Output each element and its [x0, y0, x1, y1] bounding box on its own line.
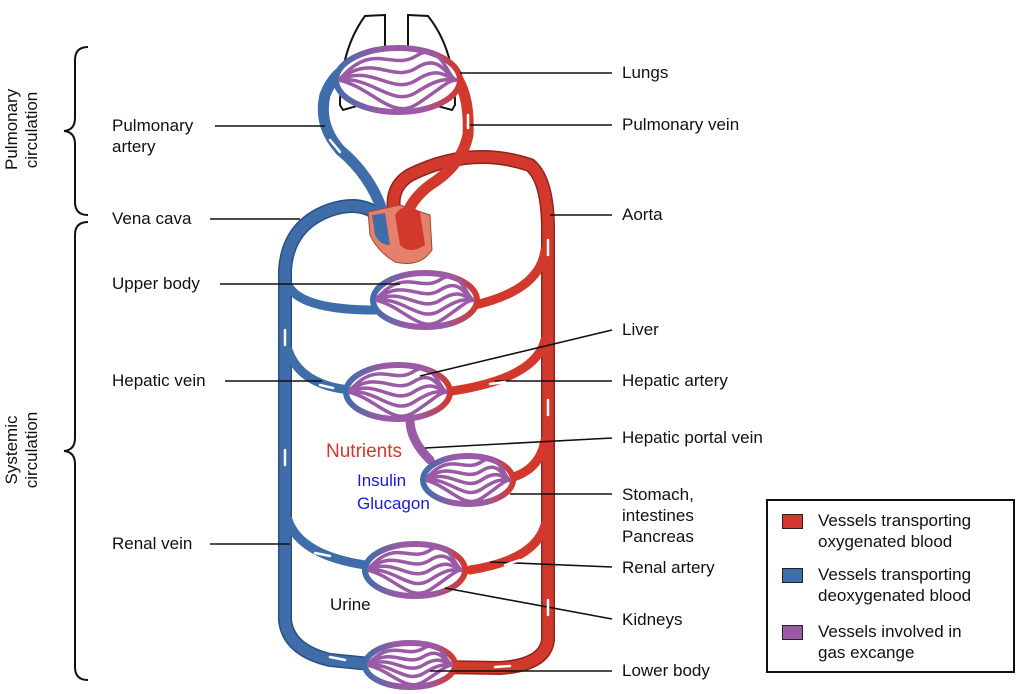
lower-body-capillary-bed — [362, 640, 458, 690]
label-lungs: Lungs — [622, 63, 669, 82]
label-line: Stomach, — [622, 485, 694, 504]
leader-line-kidneys — [444, 587, 613, 620]
upper-body-capillary-bed — [370, 270, 480, 330]
label-lower-body: Lower body — [622, 661, 710, 680]
leader-line-hepatic-portal-vein — [424, 437, 613, 449]
label-line: intestines — [622, 506, 694, 525]
label-insulin: Insulin — [357, 471, 407, 490]
label-line: artery — [112, 137, 156, 156]
hepatic-artery — [440, 335, 550, 397]
legend-swatch-red — [782, 514, 803, 529]
label-glucagon: Glucagon — [357, 494, 430, 513]
flow-arrow — [313, 551, 332, 558]
label-liver: Liver — [622, 320, 659, 339]
label-kidneys: Kidneys — [622, 610, 683, 629]
legend-text: Vessels transporting — [818, 511, 972, 530]
label-line: Pancreas — [622, 527, 694, 546]
legend-swatch-purple — [782, 625, 803, 640]
label-vena-cava: Vena cava — [112, 209, 192, 228]
lungs-capillary-bed — [333, 45, 463, 115]
label-hepatic-vein: Hepatic vein — [112, 371, 206, 390]
legend-text: oxygenated blood — [818, 532, 953, 551]
side-label-line: circulation — [22, 91, 41, 169]
stomach-artery — [505, 435, 550, 483]
label-aorta: Aorta — [622, 205, 663, 224]
renal-vein — [283, 515, 370, 570]
label-pulmonary-vein: Pulmonary vein — [622, 115, 740, 134]
label-renal-artery: Renal artery — [622, 558, 715, 577]
label-renal-vein: Renal vein — [112, 534, 193, 553]
label-nutrients: Nutrients — [326, 441, 403, 462]
legend-text: Vessels transporting — [818, 565, 972, 584]
legend-text: deoxygenated blood — [818, 586, 972, 605]
stomach-capillary-bed — [420, 453, 516, 507]
label-hepatic-portal-vein: Hepatic portal vein — [622, 428, 763, 447]
liver-capillary-bed — [343, 362, 453, 422]
systemic-bracket — [63, 221, 89, 681]
flow-arrow — [503, 558, 522, 567]
hepatic-portal-vein — [405, 415, 435, 465]
flow-arrow — [318, 383, 335, 390]
flow-arrow — [328, 655, 347, 662]
flow-arrow — [328, 138, 342, 154]
label-urine: Urine — [330, 595, 371, 614]
flow-arrow — [493, 664, 512, 669]
side-label-line: circulation — [22, 411, 41, 489]
label-hepatic-artery: Hepatic artery — [622, 371, 728, 390]
upper-body-vein — [283, 280, 380, 315]
label-pulmonary-artery: Pulmonary artery — [112, 115, 193, 157]
legend-text: gas excange — [818, 643, 915, 662]
label-line: Pulmonary — [112, 116, 194, 135]
legend-text: Vessels involved in — [818, 622, 962, 641]
kidneys-capillary-bed — [362, 541, 468, 599]
legend-swatch-blue — [782, 568, 803, 583]
renal-artery — [465, 520, 550, 575]
upper-body-artery — [470, 245, 550, 310]
side-label-line: Systemic — [2, 415, 21, 485]
side-label-line: Pulmonary — [2, 88, 21, 170]
pulmonary-bracket — [63, 46, 89, 216]
flow-arrow — [488, 380, 507, 386]
leader-line-liver — [419, 329, 613, 377]
legend: Vessels transporting oxygenated blood Ves… — [766, 499, 1015, 673]
pulmonary-vein — [399, 69, 474, 226]
hepatic-vein — [283, 345, 355, 395]
label-upper-body: Upper body — [112, 274, 200, 293]
